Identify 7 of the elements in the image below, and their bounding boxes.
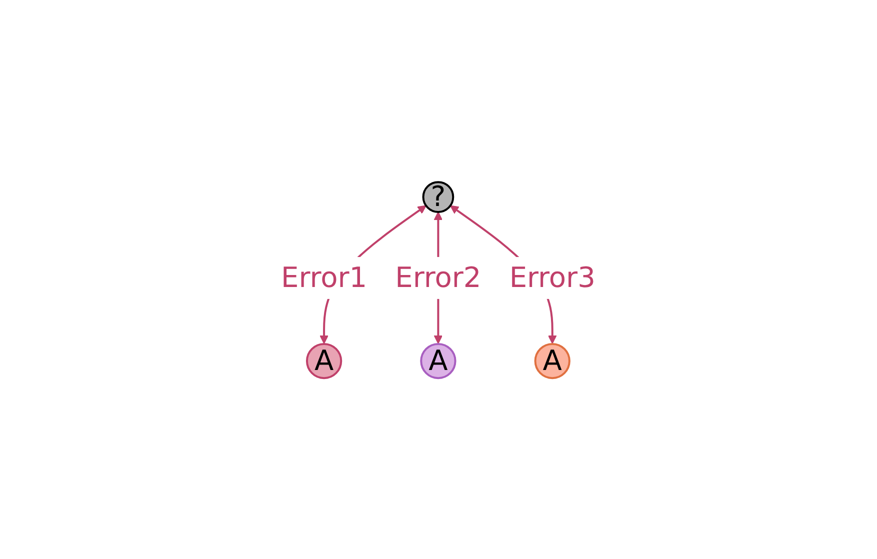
node-circle: A (534, 343, 571, 380)
node-circle: A (306, 343, 342, 380)
node-circle: A (420, 343, 457, 380)
edge-label: Error2 (395, 261, 482, 294)
node-circle: ? (422, 182, 454, 214)
edge-label: Error1 (281, 261, 368, 294)
edge-label: Error3 (510, 261, 596, 294)
